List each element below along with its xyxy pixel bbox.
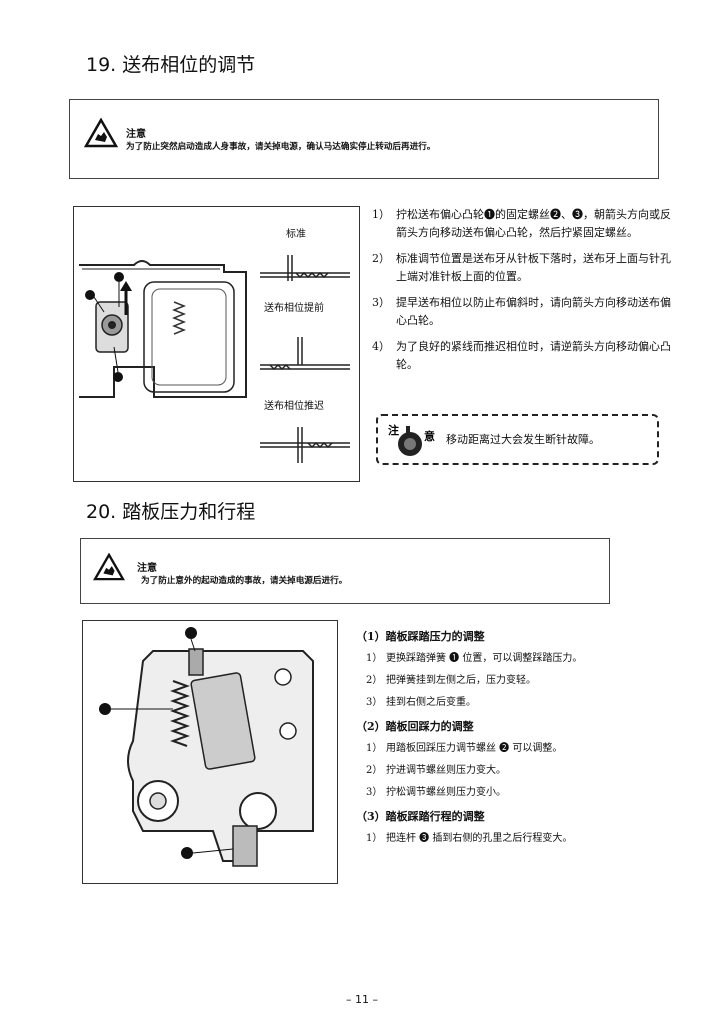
note-text: 移动距离过大会发生断针故障。 xyxy=(446,433,600,446)
step-number: 4） xyxy=(372,340,390,353)
item-text: 拧松调节螺丝则压力变小。 xyxy=(386,787,506,798)
step-text: 为了良好的紧线而推迟相位时，请逆箭头方向移动偏心凸轮。 xyxy=(396,340,671,371)
item-number: 1） xyxy=(366,833,383,844)
subsection-item: 3） 拧松调节螺丝则压力变小。 xyxy=(366,786,656,800)
subsection-item: 1） 把连杆 ❸ 插到右侧的孔里之后行程变大。 xyxy=(366,832,656,846)
subsection-item: 2） 把弹簧挂到左侧之后，压力变轻。 xyxy=(366,674,656,688)
section-19-steps: 1） 拧松送布偏心凸轮❶的固定螺丝❷、❸，朝箭头方向或反箭头方向移动送布偏心凸轮… xyxy=(372,206,672,382)
caution-title: 注意 xyxy=(126,129,146,140)
step-item: 1） 拧松送布偏心凸轮❶的固定螺丝❷、❸，朝箭头方向或反箭头方向移动送布偏心凸轮… xyxy=(372,206,672,242)
section-19-title: 19. 送布相位的调节 xyxy=(86,54,256,76)
step-text: 标准调节位置是送布牙从针板下落时，送布牙上面与针孔上端对准针板上面的位置。 xyxy=(396,252,671,283)
section-20-instructions: （1）踏板踩踏压力的调整 1） 更换踩踏弹簧 ❶ 位置，可以调整踩踏压力。 2）… xyxy=(356,628,656,854)
caution-text: 为了防止意外的起动造成的事故，请关掉电源后进行。 xyxy=(141,576,348,586)
item-text: 用踏板回踩压力调节螺丝 ❷ 可以调整。 xyxy=(386,743,563,754)
item-number: 3） xyxy=(366,787,383,798)
item-number: 2） xyxy=(366,765,383,776)
feed-timing-illustration xyxy=(79,255,350,463)
item-text: 挂到右侧之后变重。 xyxy=(386,697,476,708)
step-text: 提早送布相位以防止布偏斜时，请向箭头方向移动送布偏心凸轮。 xyxy=(396,296,671,327)
caution-hand-icon xyxy=(84,118,118,148)
subsection-item: 3） 挂到右侧之后变重。 xyxy=(366,696,656,710)
feed-timing-figure: 标准 送布相位提前 送布相位推迟 xyxy=(73,206,360,482)
step-number: 3） xyxy=(372,296,390,309)
item-number: 2） xyxy=(366,675,383,686)
pedal-figure xyxy=(82,620,338,884)
pedal-mechanism-illustration xyxy=(99,627,314,867)
caution-title: 注意 xyxy=(137,563,157,574)
subsection-item: 1） 用踏板回踩压力调节螺丝 ❷ 可以调整。 xyxy=(366,742,656,756)
svg-text:注: 注 xyxy=(388,423,399,437)
subsection-item: 1） 更换踩踏弹簧 ❶ 位置，可以调整踩踏压力。 xyxy=(366,652,656,666)
svg-text:意: 意 xyxy=(424,429,435,443)
step-number: 2） xyxy=(372,252,390,265)
page-number: – 11 – xyxy=(346,993,378,1006)
item-number: 1） xyxy=(366,743,383,754)
item-text: 把弹簧挂到左侧之后，压力变轻。 xyxy=(386,675,536,686)
label-feed-advance: 送布相位提前 xyxy=(264,303,324,314)
caution-box-20: 注意 为了防止意外的起动造成的事故，请关掉电源后进行。 xyxy=(80,538,610,604)
subsection-heading: （3）踏板踩踏行程的调整 xyxy=(356,810,485,823)
note-box: 注 意 移动距离过大会发生断针故障。 xyxy=(376,414,659,465)
item-number: 1） xyxy=(366,653,383,664)
item-number: 3） xyxy=(366,697,383,708)
step-text: 拧松送布偏心凸轮❶的固定螺丝❷、❸，朝箭头方向或反箭头方向移动送布偏心凸轮，然后… xyxy=(396,208,671,239)
item-text: 更换踩踏弹簧 ❶ 位置，可以调整踩踏压力。 xyxy=(386,653,583,664)
step-item: 4） 为了良好的紧线而推迟相位时，请逆箭头方向移动偏心凸轮。 xyxy=(372,338,672,374)
label-feed-delay: 送布相位推迟 xyxy=(264,401,324,412)
section-20-title: 20. 踏板压力和行程 xyxy=(86,501,256,523)
item-text: 拧进调节螺丝则压力变大。 xyxy=(386,765,506,776)
step-item: 3） 提早送布相位以防止布偏斜时，请向箭头方向移动送布偏心凸轮。 xyxy=(372,294,672,330)
item-text: 把连杆 ❸ 插到右侧的孔里之后行程变大。 xyxy=(386,833,573,844)
step-item: 2） 标准调节位置是送布牙从针板下落时，送布牙上面与针孔上端对准针板上面的位置。 xyxy=(372,250,672,286)
subsection-item: 2） 拧进调节螺丝则压力变大。 xyxy=(366,764,656,778)
caution-hand-icon xyxy=(93,553,125,581)
subsection-heading: （1）踏板踩踏压力的调整 xyxy=(356,630,485,643)
caution-text: 为了防止突然启动造成人身事故，请关掉电源，确认马达确实停止转动后再进行。 xyxy=(126,142,436,152)
label-standard: 标准 xyxy=(286,229,306,240)
caution-box-19: 注意 为了防止突然启动造成人身事故，请关掉电源，确认马达确实停止转动后再进行。 xyxy=(69,99,659,179)
caution-note-icon: 注 意 xyxy=(388,423,435,456)
step-number: 1） xyxy=(372,208,390,221)
subsection-heading: （2）踏板回踩力的调整 xyxy=(356,720,474,733)
